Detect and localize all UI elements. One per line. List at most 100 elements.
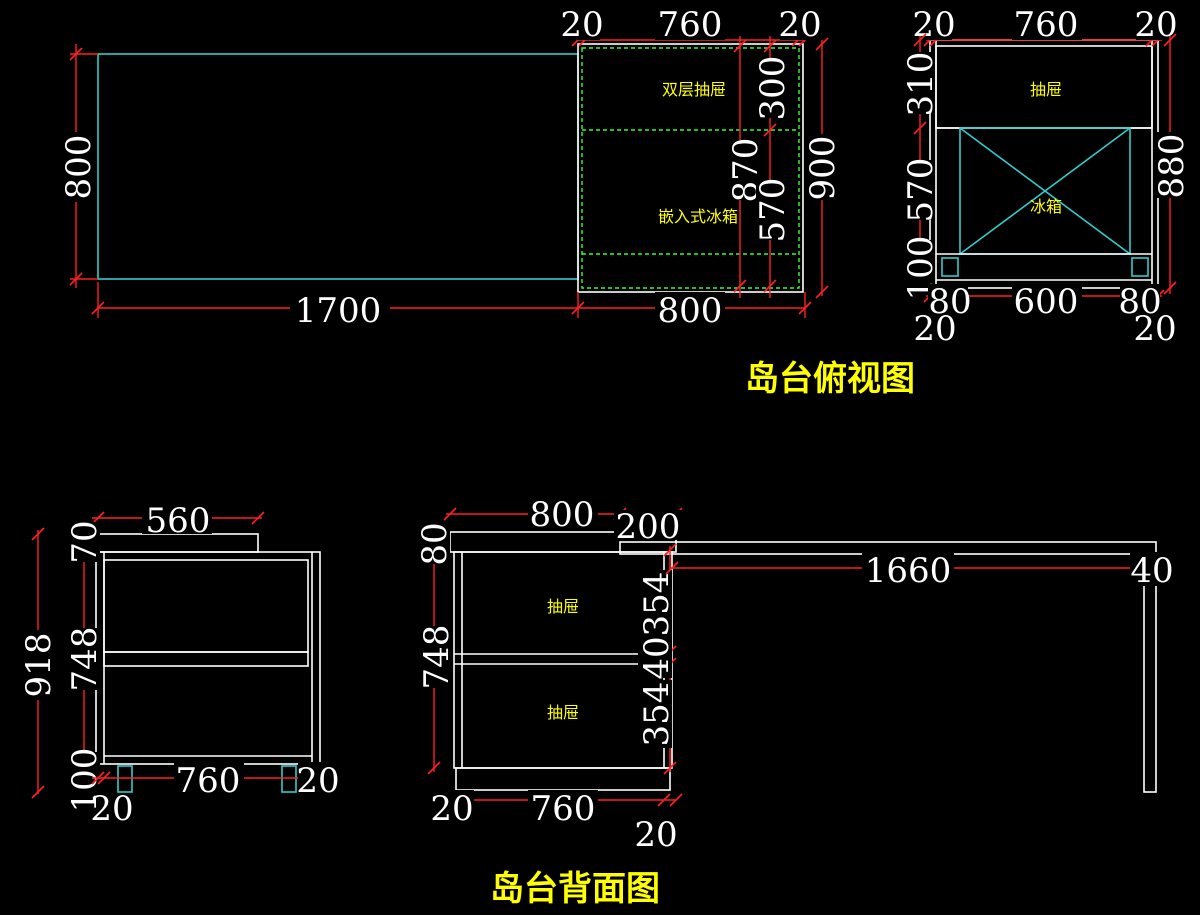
dim-mask (806, 134, 840, 200)
back-view: 抽屉 抽屉 800 200 80 748 354 40 354 166 (415, 495, 1174, 855)
dim-200: 200 (616, 507, 681, 547)
cabinet-inner-dashed (581, 47, 800, 289)
dim-600: 600 (1014, 282, 1079, 322)
dim-80-a: 80 (928, 282, 971, 322)
dim-760: 760 (176, 761, 241, 801)
dim-1660: 1660 (865, 551, 952, 591)
dim-800: 800 (530, 495, 595, 535)
tick (427, 761, 441, 775)
tick (669, 793, 683, 807)
leg-right (281, 765, 297, 793)
dim-80: 80 (415, 522, 455, 565)
dim-mask (1120, 284, 1160, 316)
dim-mask (756, 58, 786, 118)
dim-900: 900 (803, 136, 843, 201)
dim-354-a: 354 (637, 572, 677, 637)
dim-800-left: 800 (59, 135, 99, 200)
tick (69, 47, 83, 61)
dim-70: 70 (65, 520, 105, 563)
tick (443, 507, 457, 521)
dim-mask (862, 552, 954, 586)
dim-mask (780, 8, 820, 40)
dim-mask (290, 292, 390, 326)
tick (663, 543, 677, 557)
dim-mask (904, 52, 934, 114)
tick (31, 785, 45, 799)
dim-1700: 1700 (295, 291, 382, 331)
title-top-view: 岛台俯视图 (745, 359, 915, 399)
dim-mask (60, 132, 94, 202)
tick (815, 285, 829, 299)
label-double-drawer: 双层抽屉 (662, 80, 726, 99)
dim-mask (174, 762, 244, 794)
dim-mask (528, 498, 598, 530)
dim-40-h: 40 (1130, 551, 1173, 591)
dim-mask (655, 292, 725, 326)
tick (763, 39, 777, 53)
dim-mask (418, 522, 450, 564)
tick (798, 301, 812, 315)
foot-left (941, 257, 959, 277)
dim-354-b: 354 (637, 682, 677, 747)
dim-560: 560 (146, 501, 211, 541)
tick (91, 771, 105, 785)
label-built-in-fridge: 嵌入式冰箱 (658, 207, 738, 226)
dim-20-a: 20 (912, 5, 955, 45)
dim-20-top-a: 20 (560, 5, 603, 45)
dim-mask (298, 762, 338, 794)
tick (733, 39, 747, 53)
dim-mask (756, 180, 786, 240)
dim-mask (1012, 284, 1082, 316)
side-view: 560 918 70 748 100 760 20 20 (19, 501, 340, 829)
dim-mask (614, 510, 684, 540)
tick (97, 771, 111, 785)
dim-mask (70, 522, 100, 562)
tick (251, 511, 265, 525)
tick (69, 272, 83, 286)
dim-748: 748 (417, 625, 457, 690)
tick (913, 121, 927, 135)
dim-mask (638, 570, 672, 638)
tick (1163, 33, 1177, 47)
dim-300: 300 (753, 56, 793, 121)
dim-mask (142, 502, 212, 534)
upper-drawer (103, 559, 309, 653)
dim-20-bottom-b: 20 (634, 815, 677, 855)
label-drawer-lower: 抽屉 (547, 703, 579, 722)
dim-mask (912, 8, 952, 40)
tick (665, 561, 679, 575)
tick (663, 761, 677, 775)
dim-mask (638, 638, 672, 678)
dim-mask (655, 8, 725, 40)
label-drawer: 抽屉 (1030, 80, 1062, 99)
leg-left (117, 765, 133, 793)
tick (657, 793, 671, 807)
dim-mask (1130, 552, 1170, 586)
mid-rail (103, 651, 309, 667)
dim-mask (430, 790, 474, 822)
label-drawer-upper: 抽屉 (547, 597, 579, 616)
fridge-cabinet-view: 抽屉 冰箱 20 760 20 310 570 100 880 (901, 5, 1192, 349)
dim-570: 570 (901, 158, 941, 223)
dim-760: 760 (1014, 5, 1079, 45)
dim-mask (70, 628, 100, 690)
dim-20-bottom-a: 20 (913, 309, 956, 349)
dim-760-top: 760 (658, 5, 723, 45)
title-back-view: 岛台背面图 (490, 869, 660, 909)
tick (571, 301, 585, 315)
dim-mask (904, 160, 934, 220)
dim-880: 880 (1152, 134, 1192, 199)
dim-mask (1154, 132, 1188, 198)
tick (1163, 281, 1177, 295)
dim-20-top-b: 20 (778, 5, 821, 45)
tick (913, 33, 927, 47)
top-view-plan: 双层抽屉 嵌入式冰箱 1700 800 800 20 760 20 (59, 5, 843, 331)
tick (91, 301, 105, 315)
dim-100: 100 (65, 748, 105, 813)
dim-40-v: 40 (637, 636, 677, 679)
dim-20-b: 20 (296, 761, 339, 801)
countertop-outline (97, 53, 579, 280)
dim-570: 570 (753, 178, 793, 243)
dim-20-bottom-a: 20 (430, 789, 473, 829)
